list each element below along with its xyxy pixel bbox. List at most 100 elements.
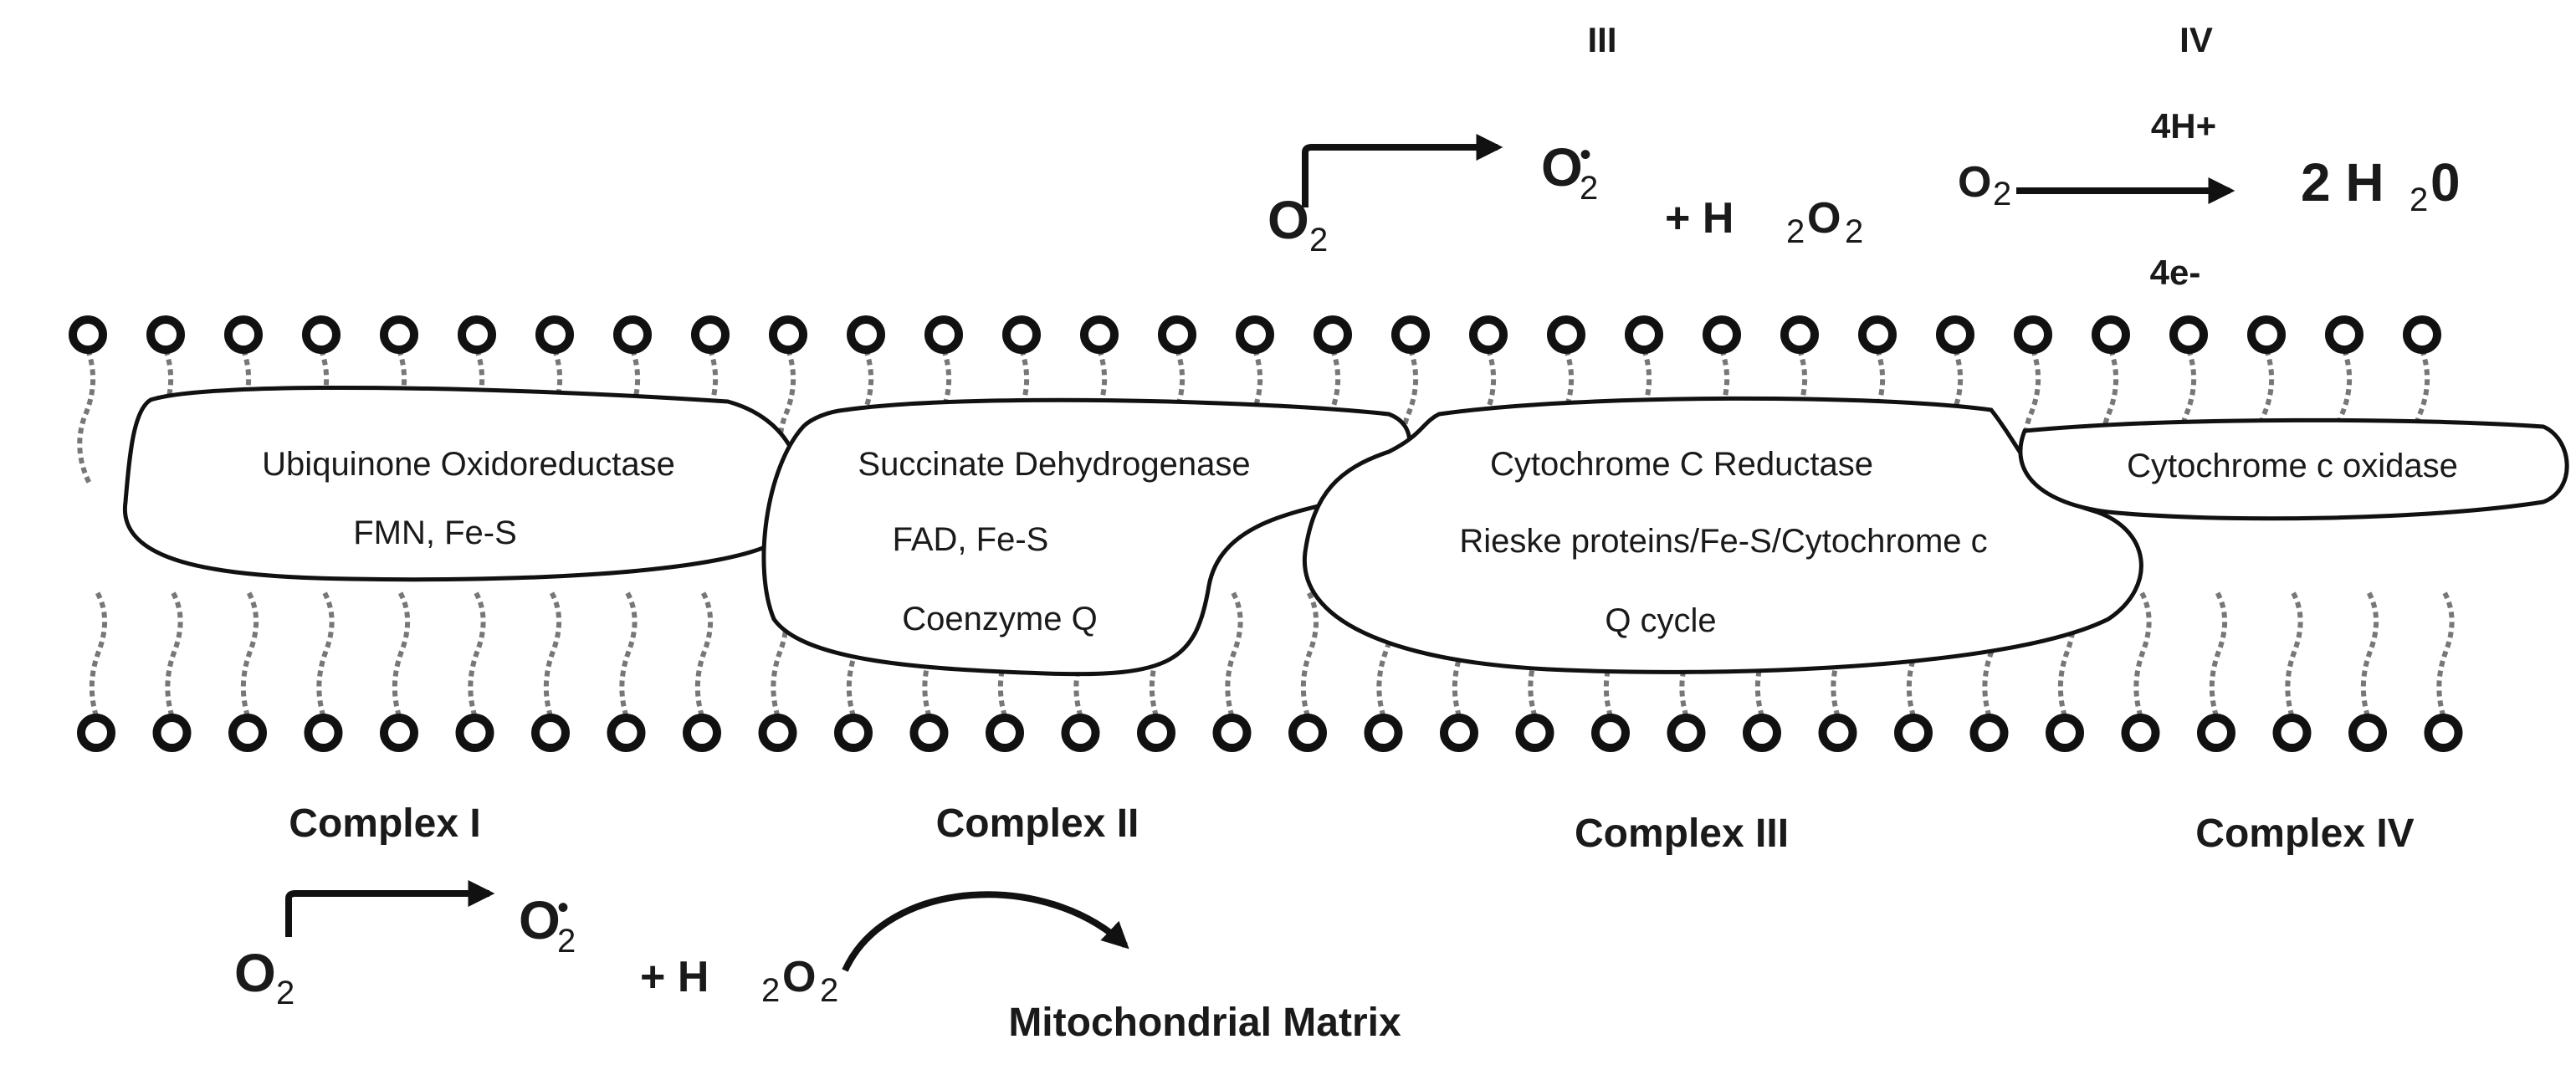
- phospholipid-head: [1780, 315, 1819, 354]
- iv-product-sub: 2: [2410, 182, 2428, 218]
- bottom-o2-reactant-sub: 2: [276, 975, 294, 1011]
- lipid-tail: [1300, 589, 1319, 717]
- bottom-superoxide-sub: 2: [557, 923, 576, 960]
- phospholipid-head: [607, 714, 646, 752]
- phospholipid-head: [924, 315, 963, 354]
- inner-phospholipid-heads: [77, 714, 2463, 752]
- phospholipid-head: [1061, 714, 1100, 752]
- lipid-tail: [2360, 589, 2379, 717]
- phospholipid-head: [304, 714, 343, 752]
- roman-iv-label: IV: [2179, 20, 2213, 59]
- complex-iv-line-1: Cytochrome c oxidase: [2127, 448, 2458, 484]
- phospholipid-head: [535, 315, 574, 354]
- matrix-superoxide-reaction: O 2 O • 2 + H 2 O 2: [234, 880, 1129, 1011]
- phospholipid-head: [228, 714, 267, 752]
- top-superoxide-sub: 2: [1580, 170, 1598, 207]
- phospholipid-head: [2169, 315, 2208, 354]
- bottom-h2o2-o: O: [782, 953, 816, 1001]
- lipid-tail: [2285, 589, 2303, 717]
- bottom-superoxide: O: [519, 890, 561, 950]
- phospholipid-head: [380, 315, 418, 354]
- top-o2-reactant-sub: 2: [1309, 222, 1328, 259]
- phospholipid-head: [1002, 315, 1041, 354]
- phospholipid-head: [1625, 315, 1663, 354]
- phospholipid-head: [1314, 315, 1352, 354]
- lipid-tail: [89, 589, 108, 717]
- complex-i-protein: Ubiquinone Oxidoreductase FMN, Fe-S: [122, 385, 803, 582]
- phospholipid-head: [1440, 714, 1478, 752]
- phospholipid-head: [2046, 714, 2084, 752]
- complex-i-line-2: FMN, Fe-S: [353, 515, 517, 551]
- lipid-tail: [468, 589, 486, 717]
- roman-iii-label: III: [1587, 20, 1616, 59]
- complex-iii-line-1: Cytochrome C Reductase: [1490, 446, 1873, 483]
- complex-i-name: Complex I: [289, 801, 480, 846]
- phospholipid-head: [2197, 714, 2235, 752]
- lipid-tail: [77, 349, 96, 485]
- complex-iv-protein: Cytochrome c oxidase: [2018, 417, 2569, 521]
- phospholipid-head: [2092, 315, 2130, 354]
- phospholipid-head: [77, 714, 115, 752]
- bottom-plus-h2o2: + H: [640, 953, 709, 1001]
- phospholipid-head: [613, 315, 652, 354]
- phospholipid-head: [1158, 315, 1196, 354]
- iv-o2-reactant: O: [1958, 158, 1991, 207]
- top-plus-h2o2: + H: [1665, 194, 1734, 243]
- phospholipid-head: [1515, 714, 1554, 752]
- phospholipid-head: [1818, 714, 1857, 752]
- lipid-tail: [316, 589, 335, 717]
- phospholipid-head: [1236, 315, 1274, 354]
- outer-phospholipid-heads: [69, 315, 2441, 354]
- matrix-curved-arrow: [842, 891, 1129, 972]
- phospholipid-head: [224, 315, 263, 354]
- top-superoxide: O: [1541, 137, 1583, 197]
- phospholipid-head: [909, 714, 949, 752]
- phospholipid-head: [1703, 315, 1741, 354]
- phospholipid-head: [302, 315, 341, 354]
- phospholipid-head: [683, 714, 721, 752]
- complex-iii-line-2: Rieske proteins/Fe-S/Cytochrome c: [1459, 523, 1987, 560]
- phospholipid-head: [1743, 714, 1781, 752]
- phospholipid-head: [2424, 714, 2463, 752]
- mitochondrial-matrix-label: Mitochondrial Matrix: [1008, 1001, 1401, 1045]
- top-reaction-arrow: [1302, 134, 1503, 207]
- iv-product-end: 0: [2430, 152, 2461, 212]
- phospholipid-head: [847, 315, 885, 354]
- phospholipid-head: [152, 714, 192, 752]
- phospholipid-head: [2348, 714, 2387, 752]
- top-o2-reactant: O: [1268, 190, 1309, 250]
- phospholipid-head: [769, 315, 807, 354]
- phospholipid-head: [2272, 714, 2312, 752]
- bottom-h2o2-sub2: 2: [820, 972, 838, 1009]
- lipid-tail: [1225, 589, 1243, 717]
- lipid-tail: [2133, 589, 2152, 717]
- phospholipid-head: [1858, 315, 1897, 354]
- bottom-reaction-arrow: [285, 880, 495, 937]
- complex-ii-line-1: Succinate Dehydrogenase: [858, 446, 1250, 483]
- phospholipid-head: [691, 315, 730, 354]
- complex-iv-name: Complex IV: [2195, 811, 2414, 856]
- complex-ii-line-2: FAD, Fe-S: [893, 521, 1049, 558]
- phospholipid-head: [531, 714, 570, 752]
- top-h2o2-sub2: 2: [1845, 213, 1863, 250]
- complex-ii-name: Complex II: [936, 801, 1139, 846]
- top-h2o2-sub1: 2: [1786, 213, 1805, 250]
- phospholipid-head: [1591, 714, 1630, 752]
- phospholipid-head: [834, 714, 873, 752]
- phospholipid-head: [380, 714, 418, 752]
- phospholipid-head: [2014, 315, 2052, 354]
- top-h2o2-o: O: [1807, 194, 1841, 243]
- bottom-superoxide-sup: •: [557, 889, 569, 926]
- phospholipid-head: [458, 315, 496, 354]
- lipid-tail: [694, 589, 714, 717]
- phospholipid-head: [2325, 315, 2363, 354]
- phospholipid-head: [1080, 315, 1119, 354]
- phospholipid-head: [2247, 315, 2286, 354]
- complex-iii-line-3: Q cycle: [1605, 602, 1716, 639]
- phospholipid-head: [1364, 714, 1403, 752]
- phospholipid-head: [1212, 714, 1252, 752]
- phospholipid-head: [1469, 315, 1508, 354]
- lipid-tail: [392, 589, 411, 717]
- lipid-tail: [165, 589, 183, 717]
- lipid-tail: [543, 589, 562, 717]
